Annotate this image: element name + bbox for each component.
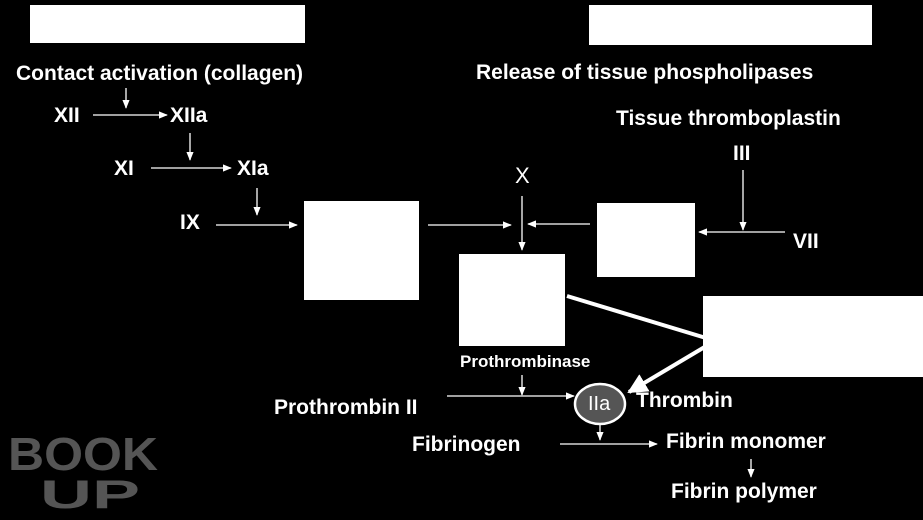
feedback-line [566,294,707,340]
fibrin-polymer-label: Fibrin polymer [671,480,817,503]
factor-x-label: X [515,163,530,188]
factor-xiia-label: XIIa [170,104,208,127]
feedback-arrow-to-iia [627,343,710,394]
prothrombin-label: Prothrombin II [274,396,418,419]
thrombin-label: Thrombin [636,389,733,412]
thrombin-effects-box [703,296,923,377]
factor-xii-label: XII [54,104,80,127]
tenase-intrinsic-box [304,201,419,300]
factor-xia-label: XIa [237,157,269,180]
factor-iii-label: III [733,142,751,165]
logo-text-top: BOOK [8,428,158,480]
prothrombinase-box [459,254,565,346]
intrinsic-header-box [30,5,305,43]
contact-activation-label: Contact activation (collagen) [16,62,304,85]
iia-node [573,382,627,426]
factor-iia-label: IIa [588,393,611,415]
fibrinogen-label: Fibrinogen [412,433,521,456]
fibrin-monomer-label: Fibrin monomer [666,430,826,453]
tissue-thromboplastin-label: Tissue thromboplastin [616,107,841,130]
extrinsic-header-box [589,5,872,45]
bookup-logo: BOOK UP [8,428,158,510]
factor-xi-label: XI [114,157,134,180]
prothrombinase-label: Prothrombinase [460,352,591,371]
factor-vii-label: VII [793,230,819,253]
release-phospholipases-label: Release of tissue phospholipases [476,61,814,84]
factor-ix-label: IX [180,211,200,234]
tenase-extrinsic-box [597,203,695,277]
logo-text-bottom: UP [40,473,140,510]
